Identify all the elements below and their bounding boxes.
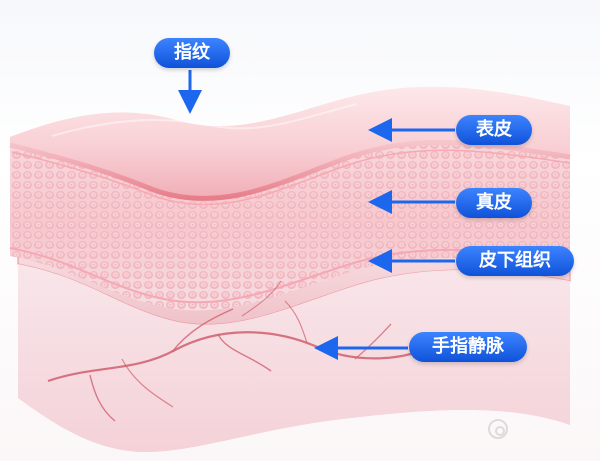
fingerprint-label: 指纹 <box>154 38 230 68</box>
watermark <box>488 417 578 441</box>
finger-veins-label: 手指静脉 <box>409 332 527 362</box>
wechat-watermark-icon <box>488 419 508 439</box>
subcutaneous-tissue-label: 皮下组织 <box>456 246 574 276</box>
dermis-label: 真皮 <box>456 188 532 218</box>
watermark-text <box>512 419 576 439</box>
epidermis-label: 表皮 <box>456 115 532 145</box>
